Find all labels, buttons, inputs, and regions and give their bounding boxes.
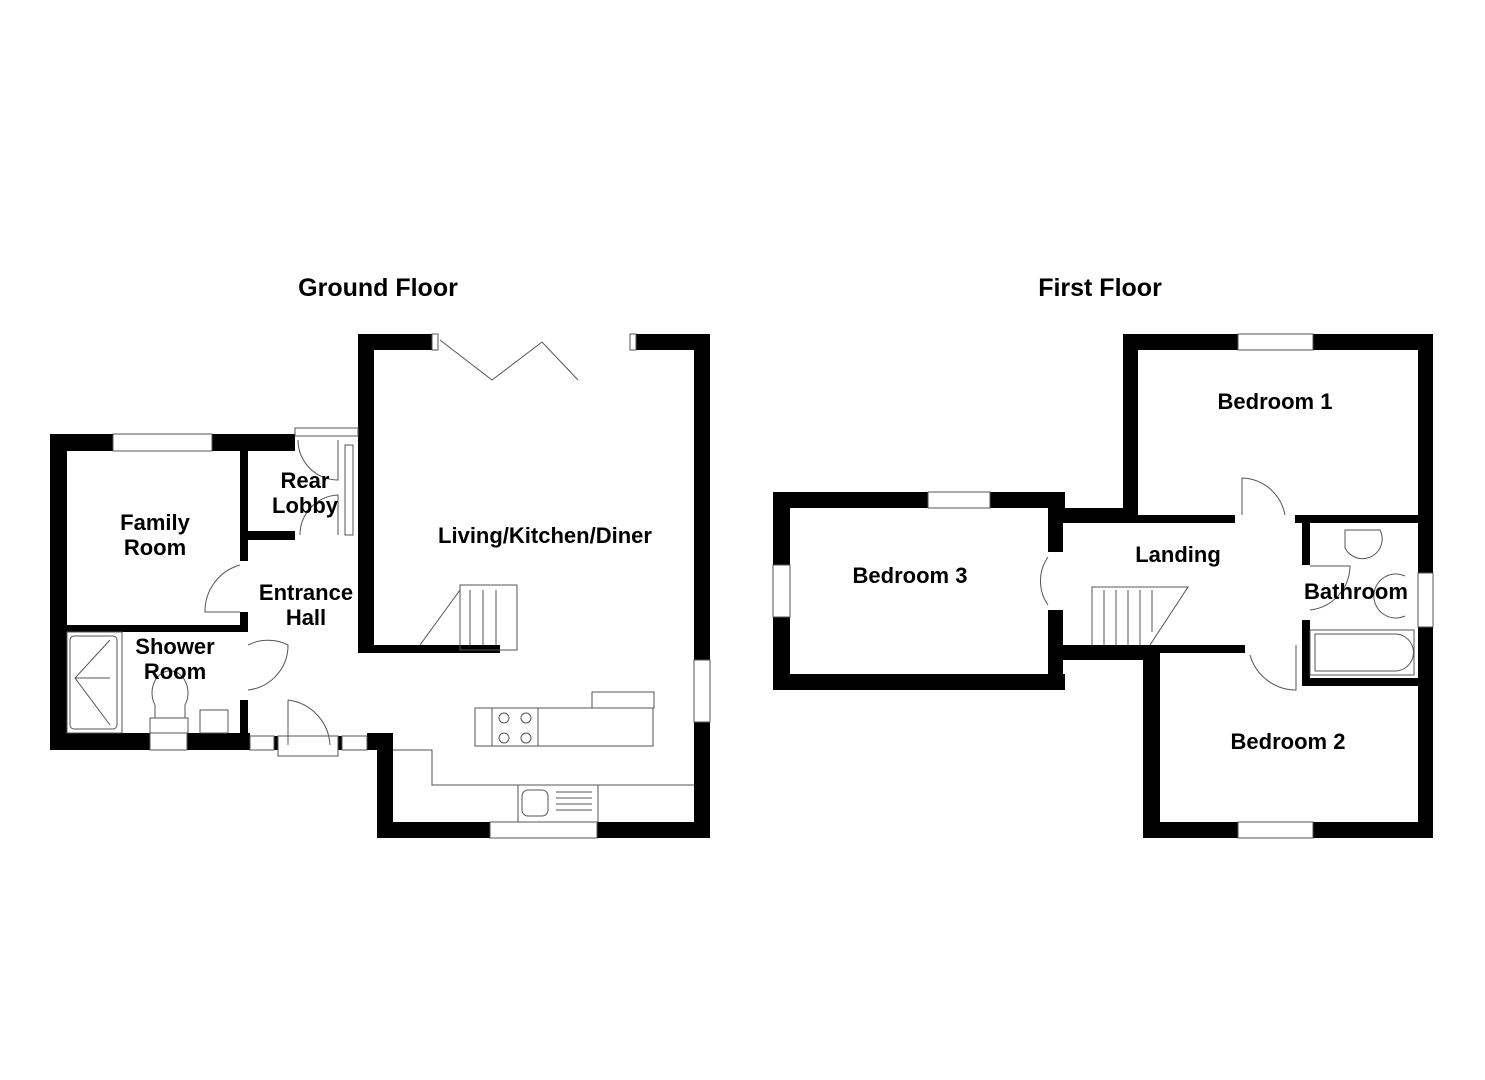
door-rear — [297, 439, 339, 481]
ground-fittings — [66, 339, 694, 823]
front-door-frame — [277, 735, 339, 757]
first-room-labels: Bedroom 1 Bedroom 3 Landing Bathroom Bed… — [853, 389, 1408, 754]
window — [341, 735, 368, 751]
window — [112, 433, 213, 452]
ground-floor-title: Ground Floor — [298, 274, 458, 302]
door-front — [287, 699, 331, 746]
ground-room-labels: Family Room Rear Lobby Living/Kitchen/Di… — [120, 468, 652, 684]
rear-door-frame — [294, 427, 359, 437]
window — [693, 659, 711, 723]
room-label-family-room-2: Room — [124, 535, 186, 560]
door-bathroom — [1309, 565, 1351, 611]
window — [772, 564, 791, 618]
ground-floor-plan: Family Room Rear Lobby Living/Kitchen/Di… — [50, 333, 711, 839]
room-label-shower-room: Shower — [135, 634, 215, 659]
room-label-entrance-hall-2: Hall — [286, 605, 326, 630]
room-label-shower-room-2: Room — [144, 659, 206, 684]
room-label-entrance-hall: Entrance — [259, 580, 353, 605]
kitchen-island — [474, 707, 654, 747]
room-label-bedroom-2: Bedroom 2 — [1231, 729, 1346, 754]
window — [489, 821, 598, 839]
sink — [517, 784, 599, 823]
window — [1237, 333, 1314, 351]
first-windows — [772, 333, 1434, 839]
window — [1417, 572, 1434, 628]
window — [1237, 821, 1314, 839]
staircase — [419, 584, 518, 651]
toilet — [151, 670, 189, 719]
bifold-door — [439, 339, 579, 381]
room-label-rear-lobby: Rear — [281, 468, 330, 493]
basin — [199, 709, 229, 734]
bathroom-basin — [1344, 529, 1383, 560]
window — [927, 491, 991, 509]
staircase — [1091, 586, 1189, 646]
ground-walls — [50, 334, 710, 838]
room-label-family-room: Family — [120, 510, 190, 535]
room-label-bedroom-3: Bedroom 3 — [853, 563, 968, 588]
door-bedroom-2 — [1249, 645, 1297, 691]
bath — [1309, 629, 1415, 676]
bathroom-toilet — [1373, 573, 1406, 619]
door-bedroom-3 — [1039, 556, 1049, 606]
window — [149, 732, 188, 751]
window — [431, 333, 439, 351]
room-label-rear-lobby-2: Lobby — [272, 493, 339, 518]
hob — [491, 707, 539, 747]
door-family-room — [204, 564, 241, 613]
first-floor-title: First Floor — [1038, 274, 1162, 302]
window — [629, 333, 637, 351]
door-shower-room — [247, 639, 289, 691]
first-floor-plan: Bedroom 1 Bedroom 3 Landing Bathroom Bed… — [772, 333, 1434, 839]
door-lobby — [299, 494, 339, 536]
window — [249, 735, 275, 751]
room-label-landing: Landing — [1135, 542, 1221, 567]
first-fittings — [1039, 477, 1415, 691]
room-label-living-kitchen-diner: Living/Kitchen/Diner — [438, 523, 652, 548]
room-label-bathroom: Bathroom — [1304, 579, 1408, 604]
door-bedroom-1 — [1241, 477, 1286, 516]
ground-windows — [112, 333, 711, 839]
shower-tray — [66, 631, 123, 734]
room-label-bedroom-1: Bedroom 1 — [1218, 389, 1333, 414]
